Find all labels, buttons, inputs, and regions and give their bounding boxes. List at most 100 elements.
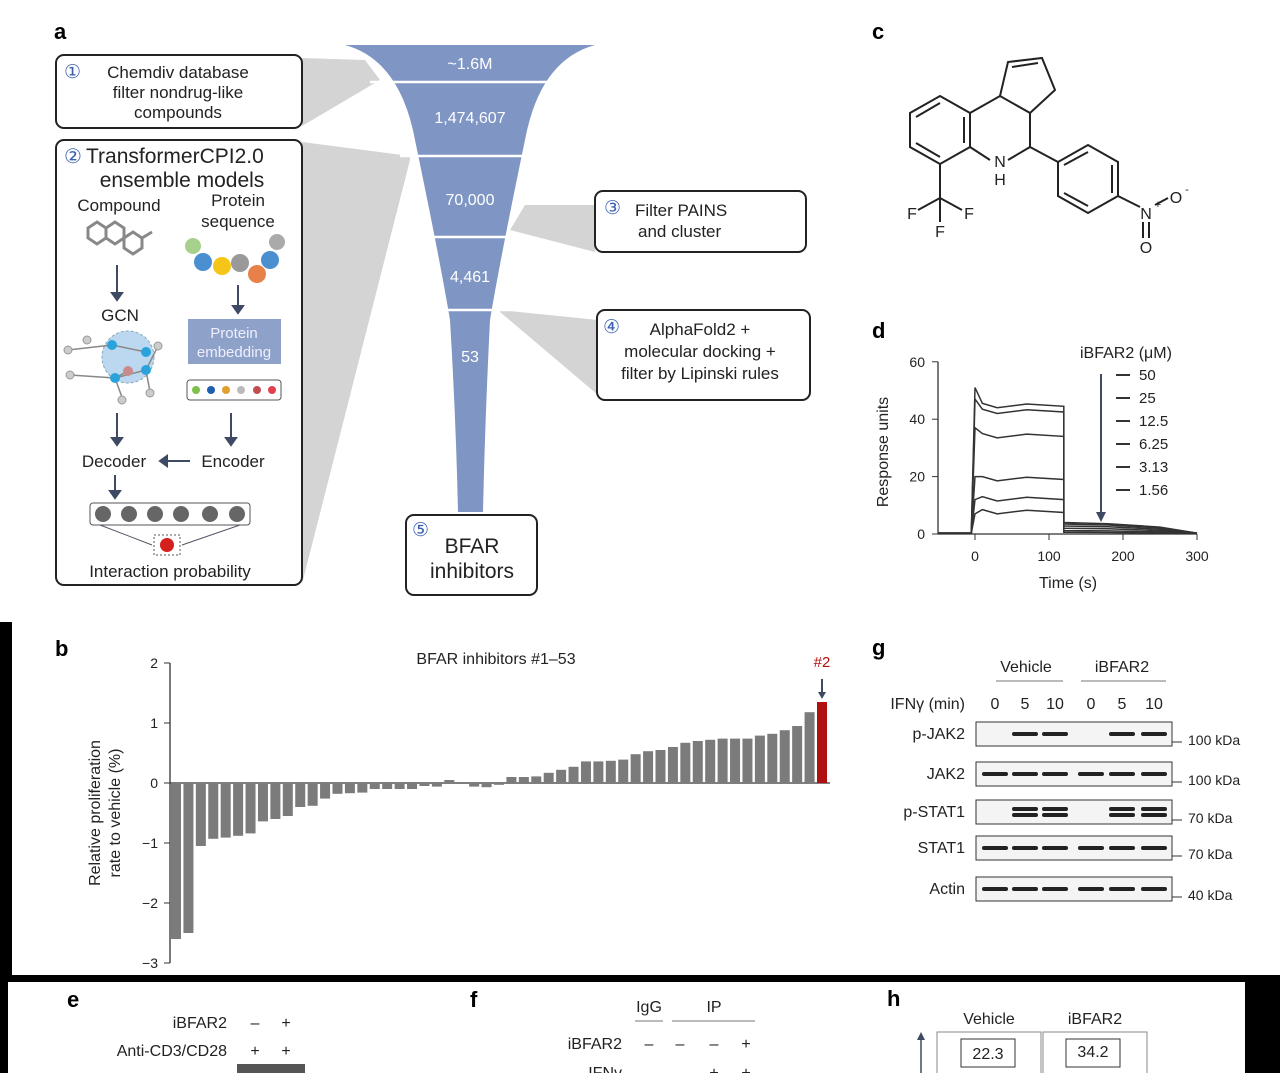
step1-number: ①	[64, 62, 81, 83]
h-value-ibfar2: 34.2	[1077, 1044, 1108, 1061]
wb-band	[1141, 813, 1167, 817]
spr-legend-label: 3.13	[1139, 459, 1168, 476]
step3-number: ③	[604, 198, 621, 219]
wb-band	[1012, 732, 1038, 736]
wb-band	[1141, 887, 1167, 891]
wb-blot-JAK2	[975, 761, 1173, 787]
bar	[320, 783, 331, 799]
atom-f3: F	[935, 224, 945, 241]
e-row2-label: Anti-CD3/CD28	[117, 1043, 227, 1060]
bar	[369, 783, 380, 789]
e-row1-val1: –	[251, 1015, 260, 1032]
spr-legend-title: iBFAR2 (μM)	[1080, 345, 1172, 362]
bar-y-tick-label: −1	[142, 835, 158, 851]
e-row1-val2: +	[281, 1015, 290, 1032]
wb-band	[1042, 846, 1068, 850]
bar	[344, 783, 355, 794]
panel-label-a: a	[54, 19, 67, 44]
bar-y-tick-label: −3	[142, 955, 158, 971]
funnel-level-3: 70,000	[446, 192, 495, 209]
f-row1-val2: –	[676, 1036, 685, 1053]
bar	[270, 783, 281, 819]
spr-xlabel: Time (s)	[1039, 575, 1097, 592]
bar	[506, 777, 517, 783]
e-row2-val2: +	[281, 1043, 290, 1060]
bar	[332, 783, 343, 794]
wb-blot-label: STAT1	[918, 840, 966, 857]
wb-mw-label: 100 kDa	[1188, 732, 1240, 748]
bar	[804, 712, 815, 783]
encoder-label: Encoder	[201, 452, 265, 471]
step4-box	[596, 309, 811, 401]
spr-curve-12.5	[938, 426, 1198, 534]
bar-chart-title: BFAR inhibitors #1–53	[416, 651, 575, 668]
ibfar2-structure-icon	[909, 56, 1169, 238]
compound-label: Compound	[77, 196, 160, 215]
bar	[456, 783, 467, 784]
atom-f2: F	[964, 206, 974, 223]
step4-line2: molecular docking +	[624, 342, 776, 361]
wb-band	[1078, 887, 1104, 891]
bar	[593, 761, 604, 783]
spr-y-tick-label: 20	[909, 469, 925, 485]
protein-seq-label-1: Protein	[211, 191, 265, 210]
spr-legend-label: 1.56	[1139, 482, 1168, 499]
f-row1-val4: +	[741, 1036, 750, 1053]
bar	[692, 741, 703, 783]
wb-band	[1141, 807, 1167, 811]
wb-band	[1012, 807, 1038, 811]
highlight-arrow	[818, 679, 826, 699]
step3-line1: Filter PAINS	[635, 201, 727, 220]
spr-y-tick-label: 60	[909, 354, 925, 370]
bar	[481, 783, 492, 788]
bar	[382, 783, 393, 789]
step2-box	[55, 139, 303, 586]
bar	[518, 777, 529, 783]
step2-title-2: ensemble models	[100, 169, 265, 192]
gcn-label: GCN	[101, 306, 139, 325]
wb-time-label: 10	[1145, 696, 1163, 713]
bar	[431, 783, 442, 787]
funnel-level-1: ~1.6M	[448, 56, 493, 73]
interaction-probability-label: Interaction probability	[89, 562, 251, 581]
wb-time-label: 5	[1118, 696, 1127, 713]
step4-line1: AlphaFold2 +	[650, 320, 751, 339]
bar	[257, 783, 268, 822]
step5-number: ⑤	[412, 520, 429, 541]
bar	[295, 783, 306, 807]
wb-band	[1042, 772, 1068, 776]
bar	[469, 783, 480, 787]
bar	[792, 726, 803, 783]
bar	[630, 754, 641, 783]
wb-band	[1042, 732, 1068, 736]
bar	[307, 783, 318, 806]
wb-band	[1109, 772, 1135, 776]
charge-plus: +	[1155, 199, 1161, 211]
step2-number: ②	[64, 146, 82, 168]
wb-band	[982, 772, 1008, 776]
bar	[742, 738, 753, 783]
bar	[705, 739, 716, 783]
wb-time-label: 0	[991, 696, 1000, 713]
gcn-graph-icon	[63, 330, 163, 405]
spr-legend-label: 25	[1139, 390, 1156, 407]
bar	[494, 783, 504, 785]
bar-y-tick-label: 2	[150, 655, 158, 671]
wb-band	[1109, 813, 1135, 817]
spr-x-tick-label: 100	[1037, 548, 1061, 564]
f-row1-label: iBFAR2	[568, 1036, 622, 1053]
charge-minus: -	[1185, 184, 1189, 196]
step3-line2: and cluster	[638, 222, 721, 241]
wb-mw-label: 70 kDa	[1188, 810, 1233, 826]
wb-blot-Actin	[975, 876, 1173, 902]
step4-line3: filter by Lipinski rules	[621, 364, 779, 383]
spr-x-tick-label: 200	[1111, 548, 1135, 564]
spr-curve-3.13	[938, 495, 1198, 534]
bar	[568, 766, 579, 783]
wb-band	[1012, 772, 1038, 776]
wb-time-label: 10	[1046, 696, 1064, 713]
panel-label-h: h	[887, 986, 900, 1011]
bar	[543, 772, 554, 783]
bar	[531, 776, 542, 783]
atom-f1: F	[907, 206, 917, 223]
